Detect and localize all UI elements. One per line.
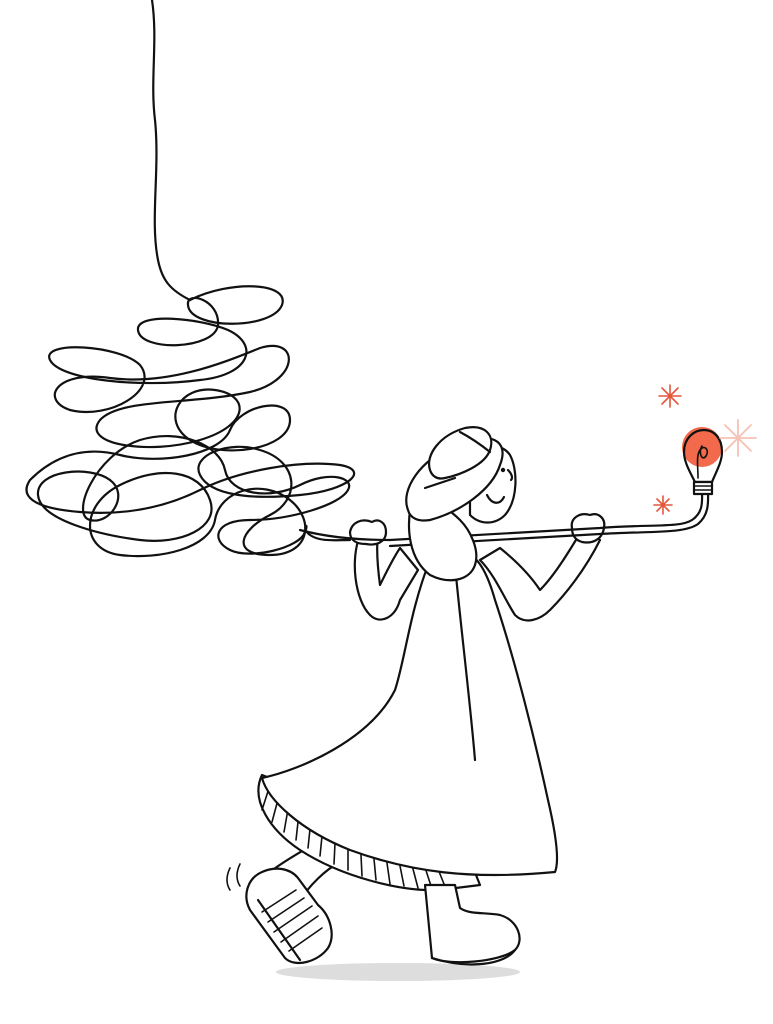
back-boot bbox=[245, 867, 333, 965]
pole bbox=[298, 488, 704, 542]
scribble-tangle bbox=[25, 285, 355, 558]
sparkle-icon bbox=[658, 384, 682, 408]
lightbulb-icon bbox=[682, 427, 724, 496]
sparkle-icon bbox=[653, 495, 673, 515]
hanging-cord bbox=[150, 0, 192, 302]
left-arm bbox=[348, 519, 420, 621]
sparkle-icon bbox=[719, 419, 757, 457]
dress bbox=[260, 553, 559, 877]
hat bbox=[405, 426, 504, 522]
front-boot bbox=[423, 883, 521, 964]
right-arm bbox=[478, 513, 606, 622]
ground-shadow bbox=[276, 963, 520, 981]
